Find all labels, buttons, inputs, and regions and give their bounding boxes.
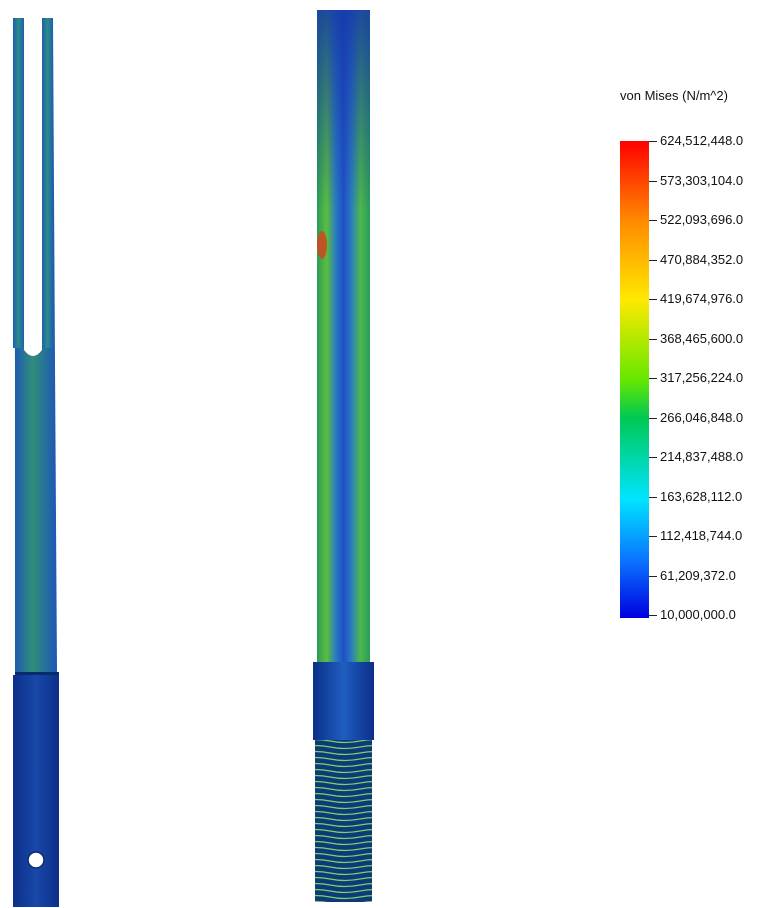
right-collar: [313, 662, 374, 740]
legend-tick-label: 419,674,976.0: [660, 291, 744, 306]
right-threaded-tube: [313, 10, 374, 902]
legend-title: von Mises (N/m^2): [620, 88, 728, 103]
legend-tick: [649, 180, 657, 182]
legend-tick: [649, 378, 657, 379]
legend-tick: [649, 338, 657, 340]
legend-tick-label: 214,837,488.0: [660, 449, 744, 464]
right-hotspot: [317, 231, 327, 259]
left-fork-tine-right: [42, 18, 53, 348]
legend-tick-label: 266,046,848.0: [660, 409, 744, 425]
legend-tick: [649, 220, 657, 221]
left-forked-rod: [13, 18, 59, 907]
legend-tick: [649, 615, 657, 616]
legend-tick: [649, 536, 657, 537]
legend-tick: [649, 417, 657, 419]
legend-tick: [649, 299, 657, 300]
legend-tick-label: 522,093,696.0: [660, 212, 744, 227]
legend-tick: [649, 259, 657, 261]
legend-tick-label: 573,303,104.0: [660, 172, 744, 188]
legend-tick: [649, 141, 657, 142]
left-fork-tine-left: [13, 18, 24, 348]
legend-tick-label: 624,512,448.0: [660, 133, 744, 148]
legend-tick-label: 112,418,744.0: [660, 528, 743, 543]
legend-tick-label: 163,628,112.0: [660, 488, 743, 504]
legend-tick-label: 10,000,000.0: [660, 607, 736, 622]
legend-tick: [649, 496, 657, 498]
legend-tick-label: 470,884,352.0: [660, 251, 744, 267]
legend-tick-label: 61,209,372.0: [660, 567, 736, 583]
right-threaded-end: [315, 740, 372, 902]
legend-tick-label: 317,256,224.0: [660, 370, 744, 385]
legend-tick-label: 368,465,600.0: [660, 330, 744, 346]
left-pin-hole: [27, 851, 45, 869]
legend-color-bar: [620, 141, 649, 618]
left-lower-shaft: [13, 675, 59, 907]
legend-tick: [649, 575, 657, 577]
legend-tick: [649, 457, 657, 458]
